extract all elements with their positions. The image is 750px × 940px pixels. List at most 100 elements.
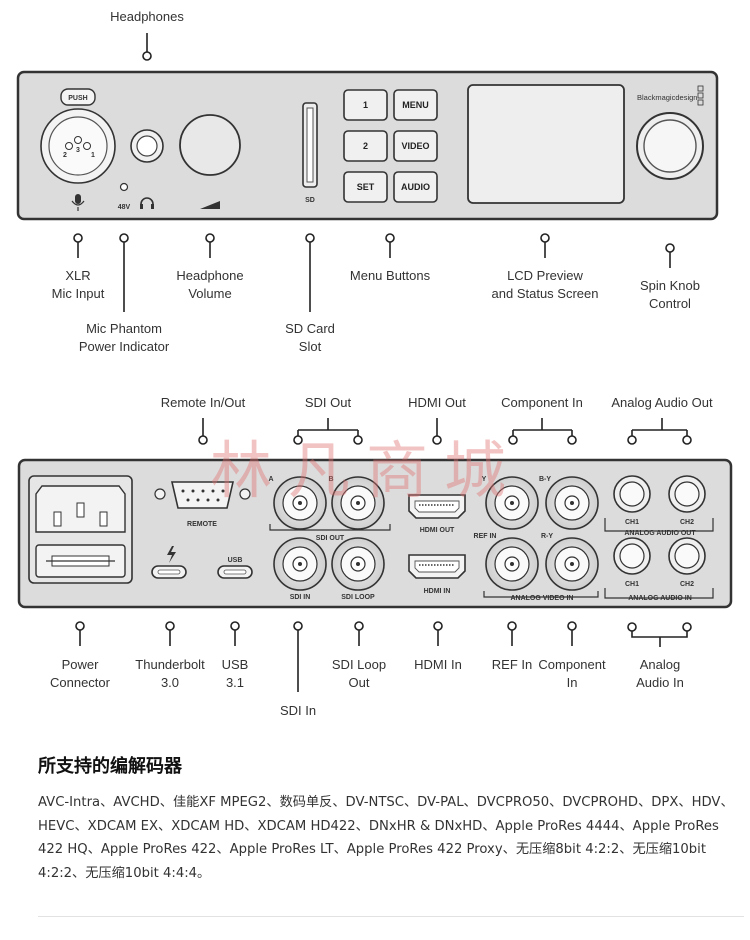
svg-text:MENU: MENU bbox=[402, 100, 429, 110]
button-2[interactable]: 2 bbox=[343, 130, 388, 162]
svg-text:Mic Phantom: Mic Phantom bbox=[86, 321, 162, 336]
ref-in[interactable] bbox=[485, 537, 539, 591]
front-callouts: XLR Mic Input Mic Phantom Power Indicato… bbox=[52, 233, 700, 354]
sdi-out-a[interactable] bbox=[273, 476, 327, 530]
codecs-title: 所支持的编解码器 bbox=[38, 756, 182, 777]
svg-text:Out: Out bbox=[349, 675, 370, 690]
button-1[interactable]: 1 bbox=[343, 89, 388, 121]
remote-port[interactable]: REMOTE bbox=[154, 481, 251, 528]
svg-text:REMOTE: REMOTE bbox=[187, 521, 217, 528]
svg-text:Thunderbolt: Thunderbolt bbox=[135, 657, 205, 672]
svg-text:SDI In: SDI In bbox=[280, 703, 316, 718]
svg-text:USB: USB bbox=[222, 657, 249, 672]
svg-text:Mic Input: Mic Input bbox=[52, 286, 105, 301]
button-menu[interactable]: MENU bbox=[393, 89, 438, 121]
spin-knob[interactable] bbox=[636, 112, 704, 180]
brand-mark-icon bbox=[697, 85, 704, 106]
device-diagram: Headphones PUSH 2 3 1 48V bbox=[16, 9, 733, 718]
svg-text:VIDEO: VIDEO bbox=[401, 141, 429, 151]
svg-text:and Status Screen: and Status Screen bbox=[492, 286, 599, 301]
svg-text:SDI Out: SDI Out bbox=[305, 395, 352, 410]
headphones-icon bbox=[140, 197, 154, 209]
usb-port[interactable]: USB bbox=[217, 557, 253, 579]
xlr-mic-input[interactable]: PUSH 2 3 1 bbox=[40, 88, 116, 184]
svg-text:ANALOG AUDIO IN: ANALOG AUDIO IN bbox=[628, 595, 692, 602]
analog-in-ch1[interactable] bbox=[613, 537, 651, 575]
svg-text:XLR: XLR bbox=[65, 268, 90, 283]
divider bbox=[38, 916, 744, 917]
codecs-text: AVC-Intra、AVCHD、佳能XF MPEG2、数码单反、DV-NTSC、… bbox=[38, 795, 734, 881]
front-panel: Headphones PUSH 2 3 1 48V bbox=[16, 9, 719, 354]
button-video[interactable]: VIDEO bbox=[393, 130, 438, 162]
svg-text:2: 2 bbox=[363, 141, 368, 151]
svg-text:CH1: CH1 bbox=[625, 581, 639, 588]
svg-text:3: 3 bbox=[76, 147, 80, 154]
svg-text:SDI IN: SDI IN bbox=[290, 594, 311, 601]
svg-text:Menu Buttons: Menu Buttons bbox=[350, 268, 431, 283]
svg-text:B-Y: B-Y bbox=[539, 476, 551, 483]
analog-out-ch1[interactable] bbox=[613, 475, 651, 513]
thunderbolt-port[interactable] bbox=[151, 546, 187, 579]
svg-text:SDI LOOP: SDI LOOP bbox=[341, 594, 375, 601]
hdmi-out-port[interactable]: HDMI OUT bbox=[408, 494, 466, 534]
svg-text:B: B bbox=[328, 476, 333, 483]
svg-text:Headphone: Headphone bbox=[176, 268, 243, 283]
component-connectors: Y B-Y REF IN R-Y bbox=[474, 476, 599, 602]
headphone-jack[interactable] bbox=[130, 129, 164, 163]
lcd-screen bbox=[467, 84, 625, 204]
svg-text:3.1: 3.1 bbox=[226, 675, 244, 690]
svg-text:CH2: CH2 bbox=[680, 519, 694, 526]
analog-audio-connectors: CH1 CH2 ANALOG AUDIO OUT CH1 CH2 ANALOG … bbox=[604, 475, 714, 602]
svg-text:Control: Control bbox=[649, 296, 691, 311]
svg-text:REF IN: REF IN bbox=[474, 533, 497, 540]
svg-text:Component In: Component In bbox=[501, 395, 583, 410]
menu-buttons: 1 MENU 2 VIDEO SET AUDIO bbox=[343, 89, 438, 203]
svg-text:REF In: REF In bbox=[492, 657, 532, 672]
svg-text:SET: SET bbox=[357, 182, 375, 192]
phantom-48v-label: 48V bbox=[118, 204, 131, 211]
svg-text:HDMI In: HDMI In bbox=[414, 657, 462, 672]
svg-text:3.0: 3.0 bbox=[161, 675, 179, 690]
svg-text:Spin Knob: Spin Knob bbox=[640, 278, 700, 293]
component-r-y[interactable] bbox=[545, 537, 599, 591]
svg-text:SDI Loop: SDI Loop bbox=[332, 657, 386, 672]
svg-text:HDMI OUT: HDMI OUT bbox=[420, 527, 455, 534]
svg-text:R-Y: R-Y bbox=[541, 533, 553, 540]
sd-card-slot[interactable]: SD bbox=[302, 102, 318, 204]
rear-bottom-callouts: Power Connector Thunderbolt 3.0 USB 3.1 … bbox=[50, 621, 692, 718]
sdi-connectors: A B SDI OUT bbox=[268, 476, 391, 601]
headphone-volume-knob[interactable] bbox=[179, 114, 241, 209]
power-connector[interactable] bbox=[28, 475, 133, 584]
svg-text:CH2: CH2 bbox=[680, 581, 694, 588]
svg-text:In: In bbox=[567, 675, 578, 690]
svg-text:A: A bbox=[268, 476, 273, 483]
svg-text:Slot: Slot bbox=[299, 339, 322, 354]
svg-text:Volume: Volume bbox=[188, 286, 231, 301]
sdi-in[interactable] bbox=[273, 537, 327, 591]
button-set[interactable]: SET bbox=[343, 171, 388, 203]
rear-top-callouts: Remote In/Out SDI Out HDMI Out Component… bbox=[161, 395, 713, 445]
component-b-y[interactable] bbox=[545, 476, 599, 530]
button-audio[interactable]: AUDIO bbox=[393, 171, 438, 203]
component-y[interactable] bbox=[485, 476, 539, 530]
sd-label: SD bbox=[305, 197, 315, 204]
svg-text:Analog: Analog bbox=[640, 657, 680, 672]
sdi-loop[interactable] bbox=[331, 537, 385, 591]
svg-text:SD Card: SD Card bbox=[285, 321, 335, 336]
svg-text:ANALOG AUDIO OUT: ANALOG AUDIO OUT bbox=[624, 530, 696, 537]
svg-text:Audio In: Audio In bbox=[636, 675, 684, 690]
hdmi-in-port[interactable]: HDMI IN bbox=[408, 554, 466, 595]
analog-out-ch2[interactable] bbox=[668, 475, 706, 513]
analog-in-ch2[interactable] bbox=[668, 537, 706, 575]
phantom-power-led bbox=[119, 182, 129, 192]
sdi-out-b[interactable] bbox=[331, 476, 385, 530]
microphone-icon bbox=[71, 194, 85, 211]
watermark: 林凡商城 bbox=[210, 434, 522, 507]
brand-logo: Blackmagicdesign bbox=[637, 93, 697, 102]
svg-text:Analog Audio Out: Analog Audio Out bbox=[611, 395, 713, 410]
svg-text:Power Indicator: Power Indicator bbox=[79, 339, 170, 354]
svg-text:Y: Y bbox=[482, 476, 487, 483]
svg-text:SDI OUT: SDI OUT bbox=[316, 535, 345, 542]
svg-text:HDMI IN: HDMI IN bbox=[424, 588, 451, 595]
rear-panel: Remote In/Out SDI Out HDMI Out Component… bbox=[17, 395, 733, 718]
